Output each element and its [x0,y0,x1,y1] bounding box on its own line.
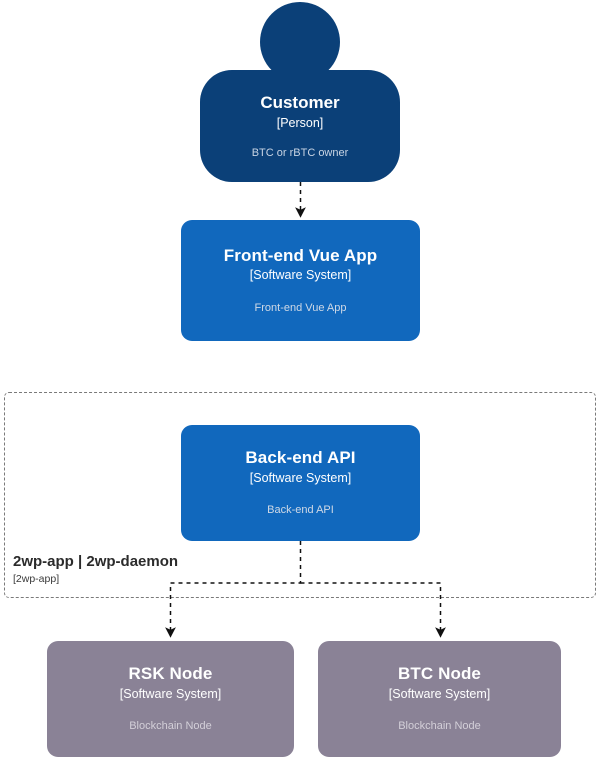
node-frontend-title: Front-end Vue App [223,245,378,265]
node-btc-node[interactable]: BTC Node [Software System] Blockchain No… [318,641,561,757]
node-btc-description: Blockchain Node [398,720,481,733]
node-customer[interactable]: Customer [Person] BTC or rBTC owner [200,2,400,182]
boundary-subtitle: [2wp-app] [13,573,60,586]
boundary-label: 2wp-app | 2wp-daemon [2wp-app] [13,553,178,587]
node-frontend-description: Front-end Vue App [254,301,347,314]
person-head-icon [260,2,340,82]
node-customer-title: Customer [260,93,340,112]
node-frontend-vue-app[interactable]: Front-end Vue App [Software System] Fron… [181,220,420,341]
node-customer-description: BTC or rBTC owner [251,146,349,159]
node-backend-title: Back-end API [245,448,356,468]
node-frontend-subtitle: [Software System] [249,268,352,283]
node-btc-subtitle: [Software System] [388,686,491,701]
node-rsk-title: RSK Node [128,664,213,684]
boundary-title: 2wp-app | 2wp-daemon [13,553,179,571]
node-backend-description: Back-end API [267,504,334,517]
node-customer-subtitle: [Person] [276,115,324,130]
node-btc-title: BTC Node [398,664,481,684]
node-rsk-subtitle: [Software System] [119,686,222,701]
node-rsk-node[interactable]: RSK Node [Software System] Blockchain No… [47,641,294,757]
node-rsk-description: Blockchain Node [129,720,212,733]
node-backend-subtitle: [Software System] [249,470,352,485]
person-body: Customer [Person] BTC or rBTC owner [200,70,400,182]
node-backend-api[interactable]: Back-end API [Software System] Back-end … [181,425,420,541]
